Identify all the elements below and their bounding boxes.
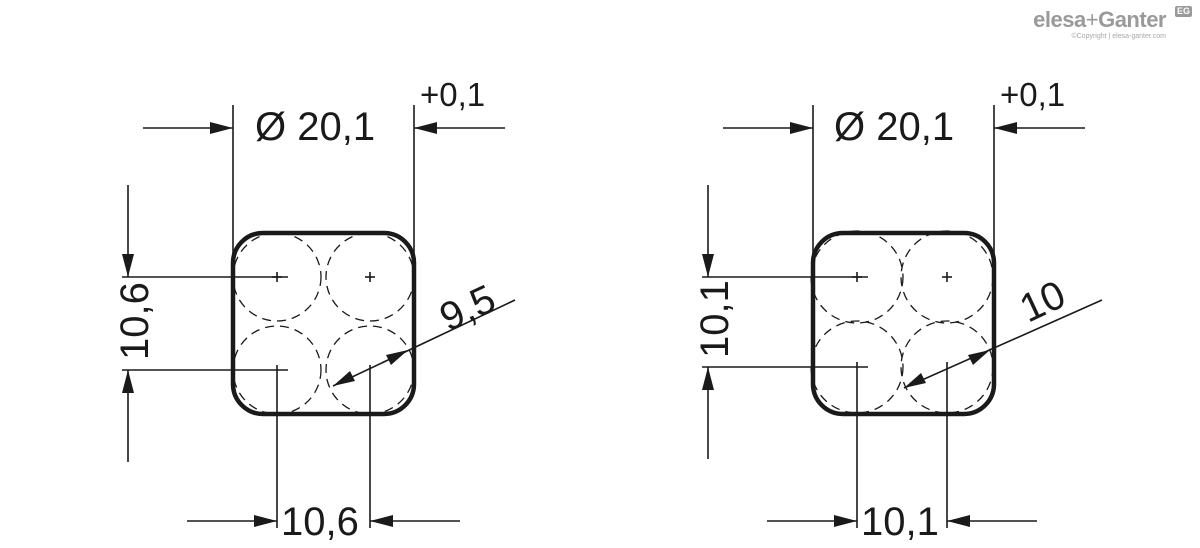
left-hspace-arrowhead-l <box>254 515 277 527</box>
left-circle-dim-arrowhead-b <box>386 350 408 365</box>
left-outline <box>230 230 417 417</box>
left-circle-diameter-label: 9,5 <box>433 277 502 340</box>
brand-badge: EG <box>1174 6 1192 17</box>
brand-name-part1: elesa <box>1033 7 1086 32</box>
brand-separator: + <box>1085 7 1099 32</box>
right-view: Ø 20,1 +0,1 10,1 10,1 10 <box>693 76 1103 544</box>
right-circle-dim-arrowhead-b <box>968 350 990 365</box>
left-circle-dim-arrowhead-a <box>333 371 355 386</box>
right-circle-bl <box>810 320 904 414</box>
right-hspace-arrowhead-l <box>834 515 857 527</box>
right-hspace-arrowhead-r <box>947 515 970 527</box>
left-tolerance-label: +0,1 <box>420 76 485 113</box>
right-vertical-spacing-label: 10,1 <box>693 280 737 358</box>
left-horizontal-spacing-label: 10,6 <box>281 500 359 544</box>
left-diam-arrowhead-r <box>414 122 437 134</box>
left-vertical-spacing-label: 10,6 <box>113 282 157 360</box>
right-diam-arrowhead-l <box>790 122 813 134</box>
right-circle-br <box>900 320 994 414</box>
right-diam-arrowhead-r <box>994 122 1017 134</box>
right-diameter-label: Ø 20,1 <box>834 105 954 149</box>
left-vspace-arrowhead-t <box>122 254 134 277</box>
right-circle-tl <box>810 230 904 324</box>
left-diameter-label: Ø 20,1 <box>255 105 375 149</box>
brand-copyright: ©Copyright | elesa-ganter.com <box>1071 33 1166 40</box>
left-diam-arrowhead-l <box>210 122 233 134</box>
left-circle-br <box>325 325 415 415</box>
right-outline <box>810 230 997 417</box>
right-circle-dim-arrowhead-a <box>904 373 926 388</box>
left-circle-dim-leader <box>332 299 516 387</box>
brand-name-part2: Ganter <box>1098 7 1166 32</box>
right-vspace-arrowhead-t <box>702 254 714 277</box>
brand-wordmark: elesa+Ganter <box>1033 8 1166 32</box>
right-horizontal-spacing-label: 10,1 <box>861 500 939 544</box>
right-tolerance-label: +0,1 <box>1000 76 1065 113</box>
brand-logo: elesa+Ganter EG ©Copyright | elesa-gante… <box>1033 6 1192 41</box>
right-vspace-arrowhead-b <box>702 367 714 390</box>
right-circle-dim-leader <box>903 299 1103 389</box>
left-vspace-arrowhead-b <box>122 370 134 393</box>
left-view: Ø 20,1 +0,1 10,6 10,6 9,5 <box>113 76 516 544</box>
right-circle-diameter-label: 10 <box>1013 272 1072 331</box>
right-circle-tr <box>900 230 994 324</box>
left-hspace-arrowhead-r <box>370 515 393 527</box>
